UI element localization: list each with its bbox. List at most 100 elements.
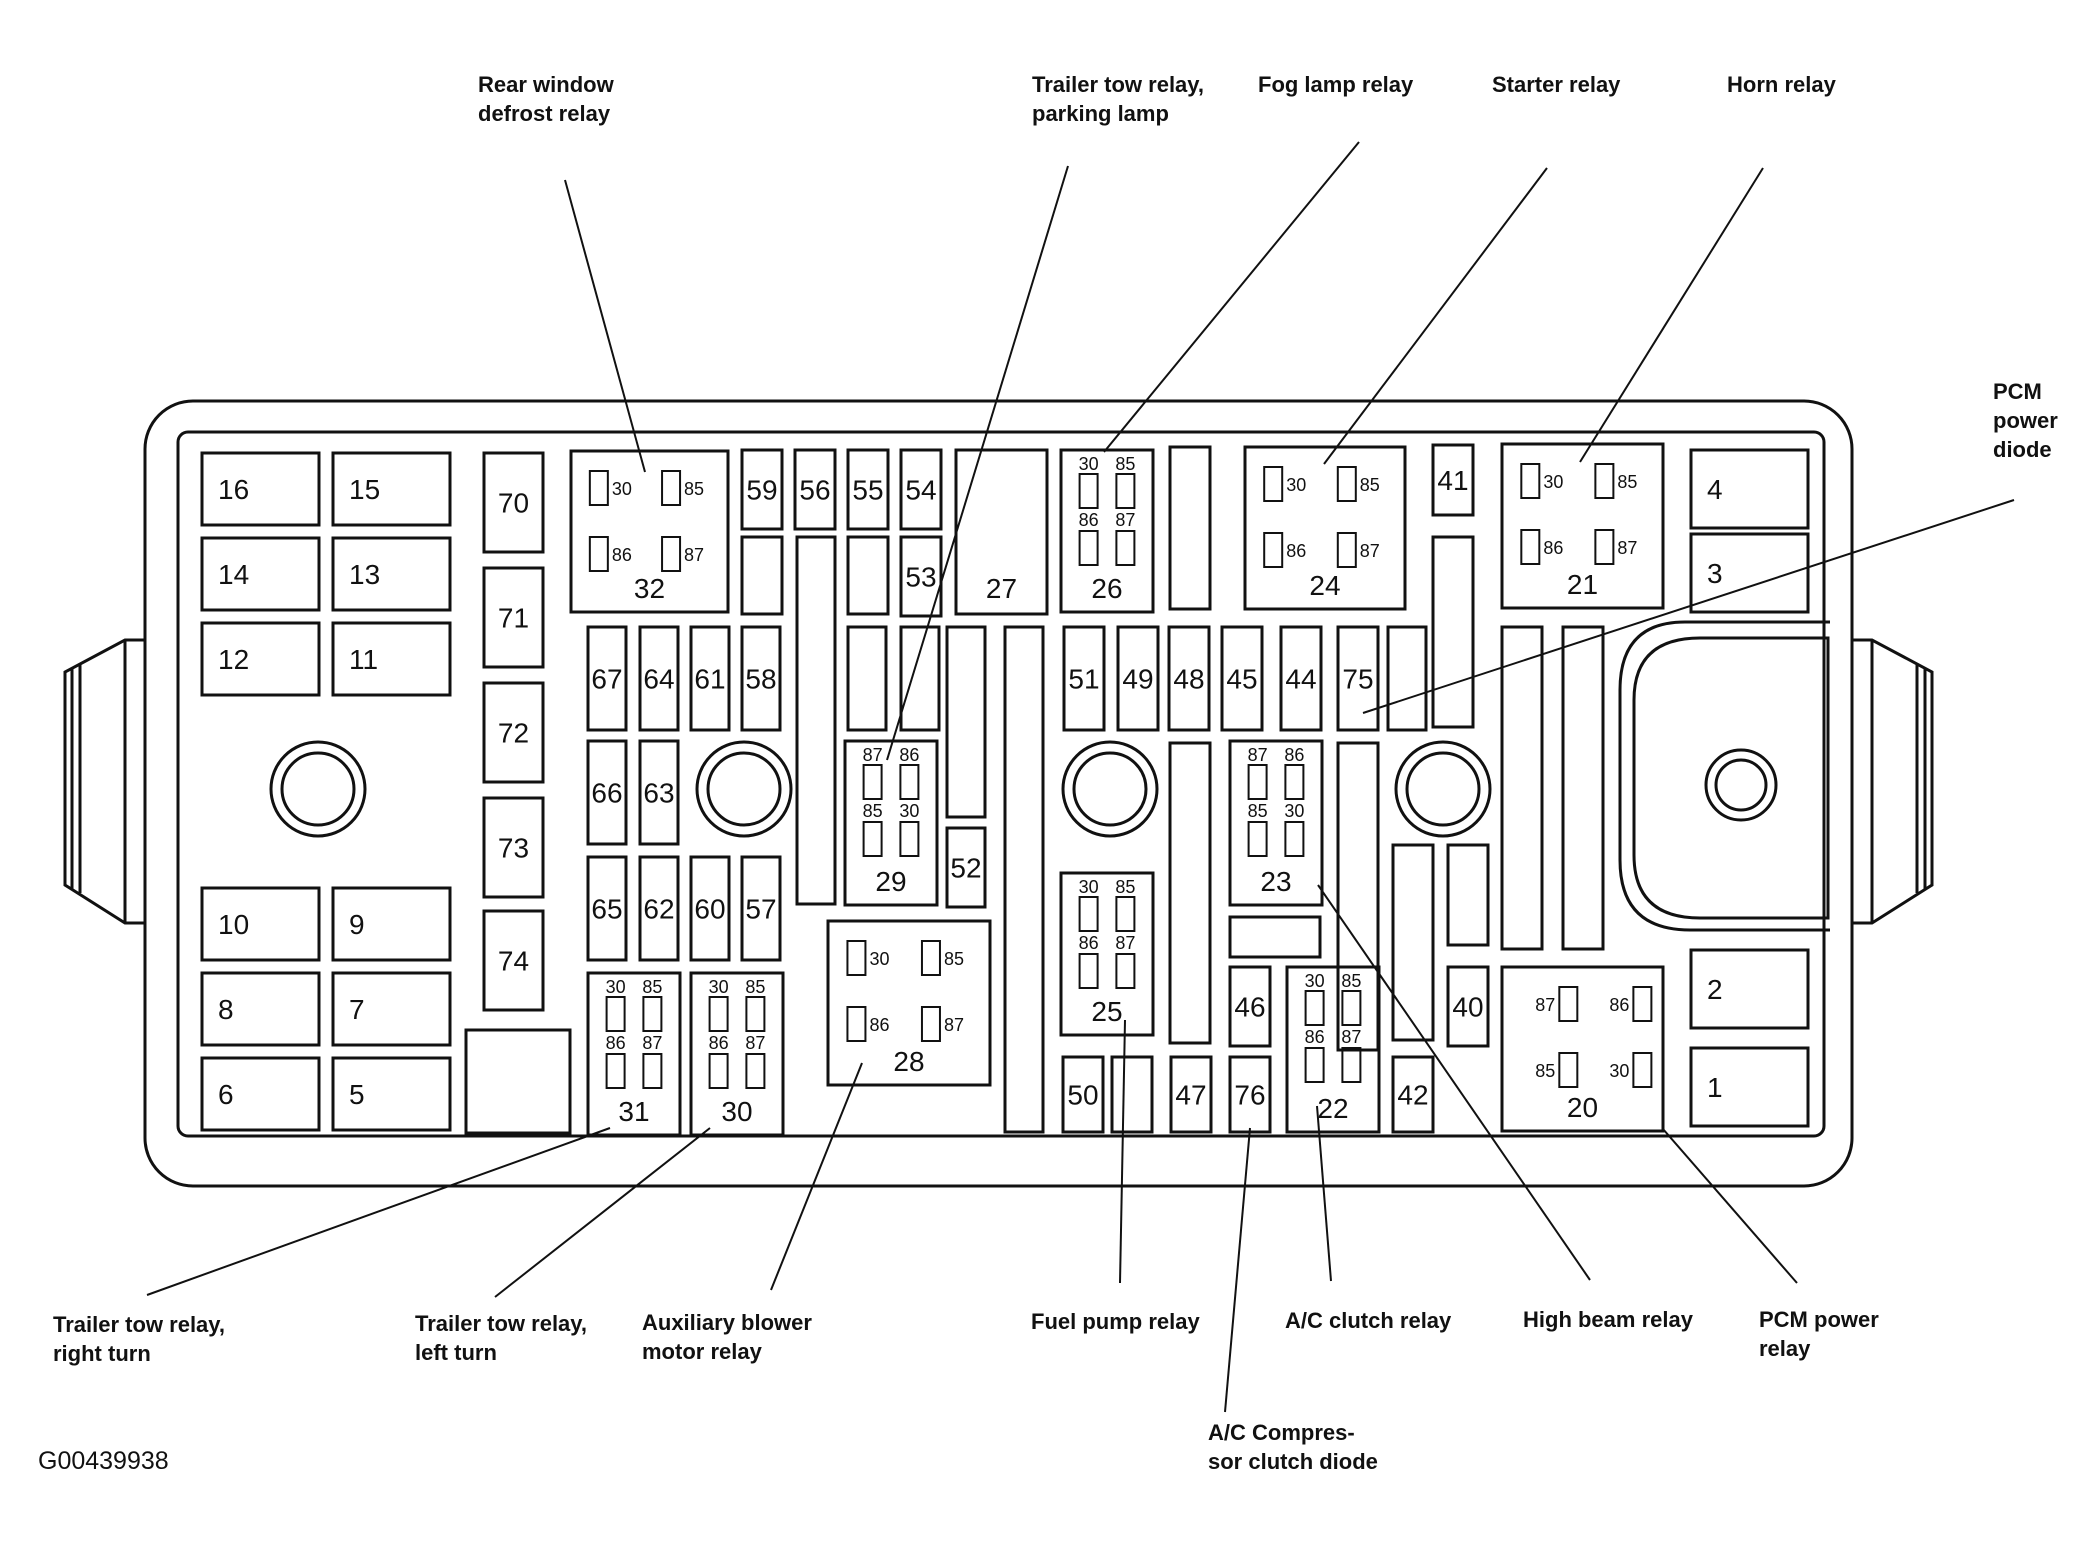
relay-terminal: [1247, 764, 1268, 800]
fuse-6: 6: [200, 1056, 321, 1132]
right-mounting-tab: [1852, 638, 1934, 925]
fuse-number: 42: [1397, 1080, 1428, 1111]
fuse-63: 63: [638, 739, 680, 846]
relay-pin-label: 85: [1535, 1061, 1555, 1081]
fuse-number: 7: [349, 994, 365, 1025]
relay-number: 30: [721, 1096, 752, 1127]
relay-pin-label: 30: [1286, 475, 1306, 495]
relay-terminal: [1263, 466, 1284, 502]
relay-pin-label: 85: [1248, 801, 1268, 821]
fuse-46: 46: [1228, 965, 1272, 1048]
callout-label: A/C clutch relay: [1285, 1308, 1452, 1333]
leader-line: [564, 179, 646, 473]
relay-number: 25: [1091, 996, 1122, 1027]
fuse-slot: [200, 536, 321, 612]
blank-slot: [945, 625, 987, 819]
relay-terminal: [899, 764, 920, 800]
fuse-number: 6: [218, 1079, 234, 1110]
relay-pin-label: 86: [1609, 995, 1629, 1015]
callout-label: Starter relay: [1492, 72, 1621, 97]
fuse-number: 53: [905, 562, 936, 593]
fuse-number: 56: [799, 475, 830, 506]
fuse-67: 67: [586, 625, 628, 732]
relay-terminal: [846, 940, 867, 976]
relay-socket: [843, 739, 939, 907]
fuse-slot: [200, 621, 321, 697]
fuse-number: 55: [852, 475, 883, 506]
leader-line: [770, 1062, 863, 1291]
blank-slot: [1336, 741, 1380, 1052]
fuse-slot: [1279, 625, 1323, 732]
relay-number: 31: [618, 1096, 649, 1127]
blank-slot: [1228, 915, 1322, 959]
fuse-number: 13: [349, 559, 380, 590]
mounting-hole: [1704, 748, 1778, 822]
fuse-slot: [331, 451, 452, 527]
fuse-50: 50: [1061, 1055, 1105, 1134]
fuse-slot: [200, 971, 321, 1047]
relay-socket: [1500, 442, 1665, 610]
relay-pin-label: 30: [899, 801, 919, 821]
relay-terminal: [1558, 1052, 1579, 1088]
relay-pin-label: 87: [944, 1015, 964, 1035]
fuse-slot: [331, 536, 452, 612]
fuse-45: 45: [1220, 625, 1264, 732]
fuse-59: 59: [740, 448, 784, 531]
relay-pin-label: 87: [684, 545, 704, 565]
fuse-slot: [740, 625, 782, 732]
fuse-52: 52: [945, 826, 987, 909]
relay-pin-label: 85: [1115, 877, 1135, 897]
fuse-slot: [1062, 625, 1106, 732]
fuse-11: 11: [331, 621, 452, 697]
relay-terminal: [1115, 530, 1136, 566]
relay-pin-label: 85: [1341, 971, 1361, 991]
fuse-number: 45: [1226, 664, 1257, 695]
relay-pin-label: 85: [863, 801, 883, 821]
fuse-slot: [482, 909, 545, 1012]
blank-slot: [795, 535, 837, 906]
fuse-slot: [945, 826, 987, 909]
fuse-number: 44: [1285, 664, 1316, 695]
relay-terminal: [862, 821, 883, 857]
fuse-9: 9: [331, 886, 452, 962]
leader-line: [1317, 884, 1591, 1281]
fuse-13: 13: [331, 536, 452, 612]
callout-label: Horn relay: [1727, 72, 1837, 97]
fuse-slot: [689, 625, 731, 732]
fuse-71: 71: [482, 566, 545, 669]
fuse-number: 14: [218, 559, 249, 590]
relay-pin-label: 30: [612, 479, 632, 499]
relay-pin-label: 86: [869, 1015, 889, 1035]
relay-pin-label: 86: [1543, 538, 1563, 558]
callout-label: Fog lamp relay: [1258, 72, 1414, 97]
blank-slot: [1110, 1055, 1154, 1134]
fuse-slot: [331, 621, 452, 697]
fuse-number: 64: [643, 664, 674, 695]
relay-pin-label: 30: [1609, 1061, 1629, 1081]
relay-pin-label: 86: [709, 1033, 729, 1053]
callout-label: Trailer tow relay,parking lamp: [1032, 72, 1204, 126]
fuse-slot: [200, 886, 321, 962]
relay-pin-label: 87: [1535, 995, 1555, 1015]
relay-pin-label: 86: [612, 545, 632, 565]
fuse-number: 5: [349, 1079, 365, 1110]
relay-number: 29: [875, 866, 906, 897]
fuse-number: 8: [218, 994, 234, 1025]
relay-terminal: [1341, 1047, 1362, 1083]
fuse-76: 76: [1228, 1055, 1272, 1134]
relay-socket: [826, 919, 992, 1087]
relay-terminal: [1341, 990, 1362, 1026]
blank-slot: [846, 535, 890, 616]
relay-terminal: [1632, 986, 1653, 1022]
fuse-2: 2: [1689, 948, 1810, 1030]
fuse-slot: [331, 1056, 452, 1132]
relay-terminal: [1078, 530, 1099, 566]
relay-terminal: [1284, 821, 1305, 857]
fuse-number: 59: [746, 475, 777, 506]
relay-socket: [1059, 871, 1155, 1037]
relay-terminal: [588, 536, 609, 572]
fuse-box-outer-housing: [143, 399, 1854, 1188]
